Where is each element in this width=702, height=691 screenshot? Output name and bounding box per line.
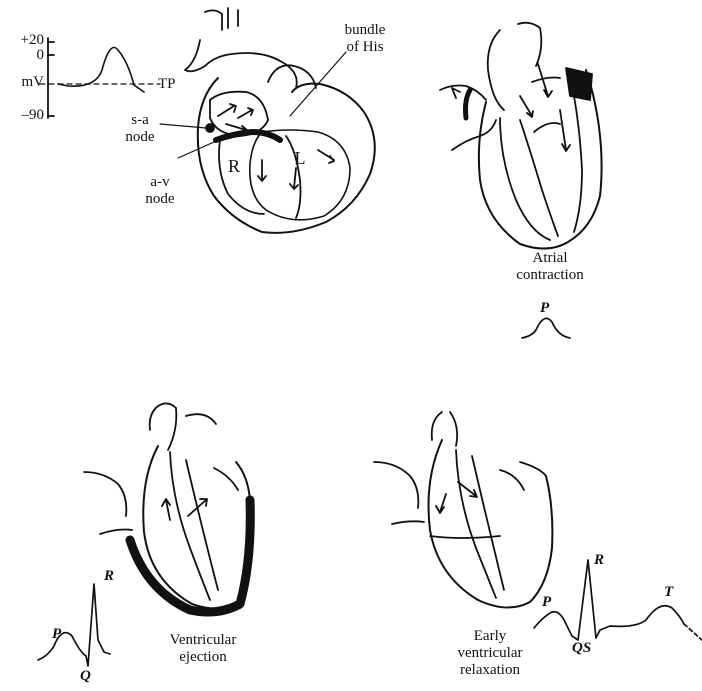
ventricular-ejection-caption: Ventricular ejection <box>148 632 258 666</box>
ecg-qs-label-br: QS <box>572 640 591 657</box>
bundle-of-his-label: bundle of His <box>326 22 404 56</box>
ecg-full-trace <box>534 560 702 640</box>
early-relaxation-caption: Early ventricular relaxation <box>432 628 548 679</box>
atrial-contraction-caption: Atrial contraction <box>500 250 600 284</box>
atrial-contraction-heart <box>440 23 602 249</box>
ecg-p-label-br: P <box>542 594 551 611</box>
scale-unit-label: mV <box>4 74 44 91</box>
scale-minus90-label: –90 <box>4 107 44 124</box>
ecg-p-wave-trace <box>522 318 570 338</box>
ecg-p-label-top: P <box>540 300 549 317</box>
sa-node-label: s-a node <box>112 112 168 146</box>
ecg-pqr-trace <box>38 584 110 666</box>
right-chamber-label: R <box>224 158 244 175</box>
ecg-p-label-bl: P <box>52 626 61 643</box>
threshold-label: TP <box>158 76 176 93</box>
ecg-t-label-br: T <box>664 584 673 601</box>
left-chamber-label: L <box>290 150 310 167</box>
ecg-q-label-bl: Q <box>80 668 91 685</box>
ecg-r-label-br: R <box>594 552 604 569</box>
scale-zero-label: 0 <box>4 47 44 64</box>
membrane-potential-scale <box>40 38 160 118</box>
early-relaxation-heart <box>374 412 552 608</box>
ecg-r-label-bl: R <box>104 568 114 585</box>
av-node-label: a-v node <box>132 174 188 208</box>
